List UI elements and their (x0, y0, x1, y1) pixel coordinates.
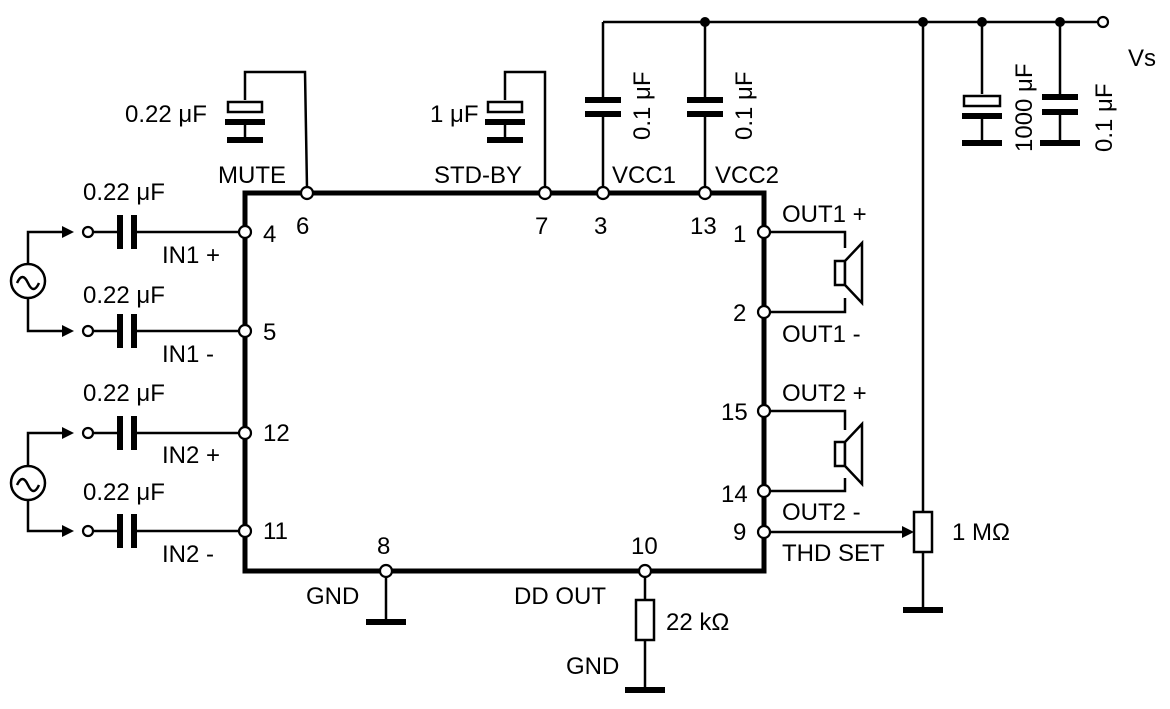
pin-gnd-label: GND (306, 583, 359, 610)
pin-out1n-label: OUT1 - (782, 321, 861, 348)
pot-value: 1 MΩ (952, 519, 1010, 546)
speaker-2 (769, 409, 864, 493)
stdby-capacitor: 1 μF (430, 70, 547, 188)
ic-body (242, 190, 767, 574)
vcc1-cap-value: 0.1 μF (629, 71, 656, 140)
in1n-cap-value: 0.22 μF (83, 282, 165, 309)
ddout-resistor-value: 22 kΩ (666, 609, 729, 636)
pin-vcc1-number: 3 (594, 213, 607, 240)
vcc2-cap-value: 0.1 μF (731, 71, 758, 140)
mute-capacitor: 0.22 μF (125, 70, 309, 189)
pin-ddout-label: DD OUT (514, 583, 606, 610)
input-stage-2: 0.22 μF 0.22 μF IN2 + IN2 - (9, 380, 240, 568)
pin-in2n-number: 11 (263, 518, 288, 545)
pin-vcc2-label: VCC2 (715, 162, 779, 189)
pin-in1n-label: IN1 - (162, 341, 214, 368)
gnd-pin (366, 576, 406, 625)
pin-thd-label: THD SET (782, 540, 885, 567)
pin-mute-label: MUTE (218, 162, 286, 189)
pin-out1p-label: OUT1 + (782, 201, 867, 228)
pin-ddout-number: 10 (631, 533, 658, 560)
pin-in2n-label: IN2 - (162, 541, 214, 568)
pin-thd-number: 9 (733, 519, 746, 546)
vs-cap-value: 0.1 μF (1091, 83, 1118, 152)
mute-cap-value: 0.22 μF (125, 101, 207, 128)
pin-gnd-number: 8 (377, 533, 390, 560)
pin-out2n-number: 14 (721, 481, 748, 508)
in1p-cap-value: 0.22 μF (83, 179, 165, 206)
pin-in2p-label: IN2 + (162, 442, 220, 469)
pin-stdby-label: STD-BY (434, 162, 522, 189)
bulk-capacitor: 1000 μF (962, 22, 1038, 152)
pin-mute-number: 6 (296, 213, 309, 240)
pin-vcc2-number: 13 (690, 213, 717, 240)
pin-in1p-number: 4 (263, 221, 276, 248)
pin-out1p-number: 1 (733, 221, 746, 248)
pin-out1n-number: 2 (733, 300, 746, 327)
pin-stdby-number: 7 (535, 213, 548, 240)
ddout-resistor (625, 576, 665, 693)
vs-label: Vs (1128, 45, 1156, 72)
pin-vcc1-label: VCC1 (612, 162, 676, 189)
pin-out2n-label: OUT2 - (782, 499, 861, 526)
supply-rail: Vs (603, 15, 1156, 72)
pin-in1n-number: 5 (263, 319, 276, 346)
bulk-cap-value: 1000 μF (1011, 63, 1038, 152)
pin-terminals (81, 185, 772, 579)
vcc1-capacitor: 0.1 μF (585, 22, 656, 188)
ddout-gnd-label: GND (566, 653, 619, 680)
vs-terminal (1096, 15, 1110, 29)
in2n-cap-value: 0.22 μF (83, 479, 165, 506)
vcc2-capacitor: 0.1 μF (687, 22, 758, 188)
pin-out2p-label: OUT2 + (782, 380, 867, 407)
speaker-1 (769, 230, 864, 314)
pin-in2p-number: 12 (263, 420, 290, 447)
thd-potentiometer: 1 MΩ (764, 22, 1010, 613)
input-stage-1: 0.22 μF 0.22 μF IN1 + IN1 - (9, 179, 240, 368)
pin-in1p-label: IN1 + (162, 242, 220, 269)
in2p-cap-value: 0.22 μF (83, 380, 165, 407)
vs-capacitor: 0.1 μF (1040, 22, 1118, 152)
pin-out2p-number: 15 (721, 399, 748, 426)
stdby-cap-value: 1 μF (430, 101, 479, 128)
